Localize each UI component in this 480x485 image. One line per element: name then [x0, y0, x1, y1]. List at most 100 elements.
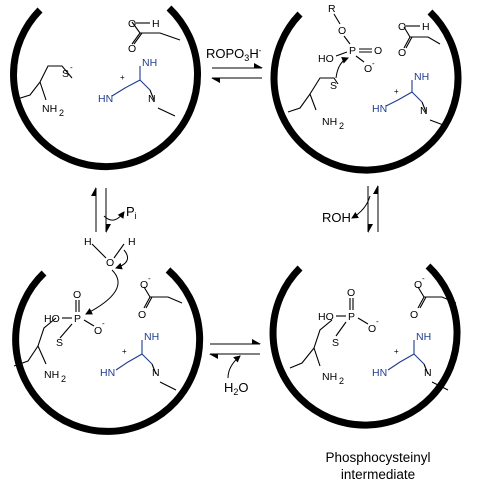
- pocket-arc: [12, 267, 204, 435]
- charge-plus: +: [394, 347, 399, 356]
- atom-n: N: [424, 367, 432, 379]
- atom-hn: HN: [100, 367, 115, 379]
- atom-s: S: [56, 337, 63, 349]
- atom-o: O: [140, 279, 148, 291]
- release-arrow: [103, 211, 125, 221]
- charge-minus: -: [372, 59, 375, 68]
- curved-arrow: [85, 269, 119, 315]
- po-bond: [359, 48, 372, 53]
- reagent-ropo3h: ROPO3H-: [206, 46, 262, 63]
- atom-ho: HO: [44, 313, 60, 325]
- po-bond: [355, 55, 365, 63]
- atom-o: O: [128, 18, 136, 30]
- pocket-arc: [270, 9, 462, 174]
- arg-bond: [149, 89, 176, 117]
- uptake-arrow: [227, 355, 241, 379]
- atom-n: N: [420, 105, 428, 117]
- sp-bond: [335, 321, 347, 337]
- atom-o: O: [374, 45, 382, 57]
- atom-nh: NH: [144, 331, 159, 343]
- reagent-h2o: H2O: [224, 380, 249, 397]
- charge-plus: +: [120, 73, 125, 82]
- arg-bond: [115, 340, 153, 371]
- atom-nh: NH: [44, 369, 59, 381]
- arg-bond: [387, 340, 425, 371]
- equilibrium-bottom: H2O: [209, 339, 261, 397]
- release-arrow: [351, 195, 371, 219]
- asp-bond: [143, 286, 183, 309]
- atom-nh: NH: [142, 57, 157, 69]
- pocket-arc: [269, 263, 461, 429]
- atom-sub: 2: [61, 374, 66, 384]
- atom-p: P: [74, 313, 81, 325]
- arg-bond: [111, 66, 151, 97]
- charge-minus: -: [102, 319, 105, 328]
- atom-o: O: [94, 325, 102, 337]
- atom-n: N: [148, 93, 156, 105]
- caption-line1: Phosphocysteinyl: [325, 450, 430, 465]
- atom-o: O: [364, 63, 372, 75]
- equilibrium-top: ROPO3H-: [206, 46, 263, 83]
- atom-sub: 2: [339, 121, 344, 131]
- sp-bond: [59, 323, 73, 339]
- atom-h: H: [152, 18, 160, 30]
- atom-hn: HN: [372, 367, 387, 379]
- equilibrium-right: ROH: [322, 185, 379, 233]
- equilibrium-left: Pi: [91, 187, 137, 233]
- charge-plus: +: [394, 87, 399, 96]
- arg-bond: [151, 363, 177, 391]
- charge-minus: -: [148, 274, 151, 283]
- po-bond: [357, 317, 369, 325]
- atom-o: O: [106, 257, 114, 269]
- atom-n: N: [152, 367, 160, 379]
- atom-hn: HN: [372, 103, 387, 115]
- panel-hydrolysis: S NH 2 P O HO O - H O H O - O NH HN N +: [12, 236, 204, 435]
- atom-o: O: [128, 43, 136, 55]
- reagent-roh: ROH: [322, 210, 351, 225]
- atom-o: O: [414, 279, 422, 291]
- atom-ho: HO: [318, 311, 334, 323]
- panel-free-enzyme: S - NH 2 O H O NH HN N +: [10, 5, 201, 171]
- atom-nh: NH: [416, 331, 431, 343]
- atom-o: O: [73, 289, 81, 301]
- asp-bond: [417, 286, 457, 309]
- atom-nh: NH: [414, 71, 429, 83]
- atom-o: O: [338, 25, 346, 37]
- atom-sub: 2: [339, 376, 344, 386]
- atom-hn: HN: [98, 93, 113, 105]
- ro-bond: [333, 13, 341, 25]
- atom-o: O: [368, 323, 376, 335]
- atom-o: O: [410, 309, 418, 321]
- asp-bond: [403, 26, 441, 49]
- atom-nh: NH: [42, 103, 57, 115]
- cys-bond: [13, 65, 73, 101]
- cys-bond: [13, 317, 57, 367]
- arg-bond: [385, 80, 423, 107]
- atom-sub: 2: [59, 108, 64, 118]
- panel-substrate-bound: S NH 2 R O P O O - HO O H O NH HN N +: [270, 3, 462, 174]
- cys-bond: [287, 77, 339, 113]
- cys-bond: [289, 319, 333, 369]
- arg-bond: [421, 101, 447, 127]
- charge-minus: -: [376, 317, 379, 326]
- caption-line2: intermediate: [341, 467, 415, 482]
- po-bond: [75, 300, 80, 312]
- atom-o: O: [347, 287, 355, 299]
- atom-p: P: [349, 45, 356, 57]
- atom-h: H: [84, 236, 92, 248]
- charge-minus: -: [70, 63, 73, 72]
- atom-r: R: [328, 3, 336, 15]
- atom-h: H: [422, 21, 430, 33]
- atom-s: S: [62, 68, 69, 80]
- po-bond: [349, 298, 354, 310]
- panel-phosphocysteinyl: S NH 2 P O HO O - O - O NH HN N +: [269, 263, 461, 429]
- atom-p: P: [348, 311, 355, 323]
- atom-ho: HO: [318, 53, 334, 65]
- asp-bond: [131, 21, 181, 45]
- curved-arrow: [115, 249, 129, 270]
- charge-minus: -: [422, 274, 425, 283]
- po-bond: [335, 51, 348, 57]
- water-bond: [91, 243, 125, 259]
